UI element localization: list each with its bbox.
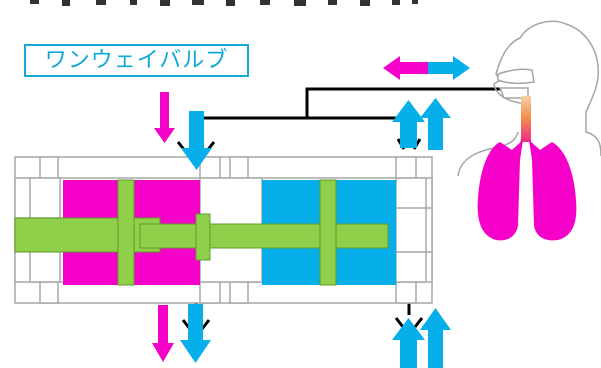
magenta-down-arrow-top	[154, 92, 175, 143]
cropped-top-text	[30, 0, 418, 6]
green-piston-rod	[14, 179, 389, 286]
head-outline	[493, 20, 601, 159]
left-lung	[477, 140, 523, 241]
cyan-up-arrow-top-right	[420, 98, 451, 150]
cyan-down-arrow-top	[181, 111, 212, 170]
nasal-cavity	[497, 68, 535, 85]
right-lung	[529, 140, 577, 241]
cyan-double-arrow-right	[428, 56, 470, 80]
cyan-up-arrow-bottom-left	[392, 318, 425, 368]
one-way-valve-label: ワンウェイバルブ	[24, 44, 249, 77]
cyan-up-arrow-top-left	[392, 100, 425, 148]
flow-arrows	[152, 56, 470, 368]
magenta-double-arrow-left	[383, 56, 428, 80]
cyan-down-arrow-bottom	[180, 304, 211, 363]
cyan-up-arrow-bottom-right	[420, 308, 451, 368]
magenta-down-arrow-bottom	[152, 305, 174, 362]
trachea	[521, 96, 531, 142]
human-respiratory-system	[457, 20, 601, 241]
